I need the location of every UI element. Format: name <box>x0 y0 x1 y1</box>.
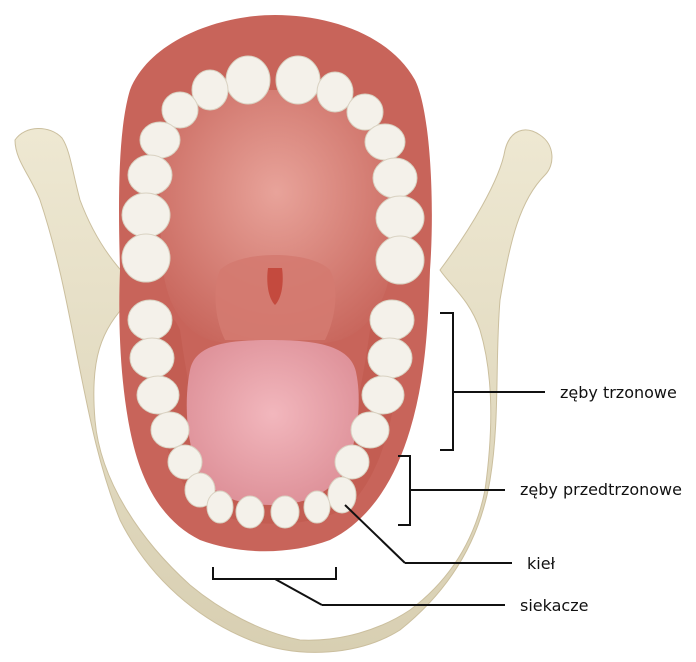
incisors-bracket <box>213 567 336 579</box>
label-premolars: zęby przedtrzonowe <box>520 482 682 498</box>
premolars-bracket <box>398 456 410 525</box>
label-incisors: siekacze <box>520 598 588 614</box>
label-molars: zęby trzonowe <box>560 385 677 401</box>
incisors-leader <box>275 579 322 605</box>
canine-leader <box>345 505 405 563</box>
molars-bracket <box>440 313 453 450</box>
label-canine: kieł <box>527 556 555 572</box>
